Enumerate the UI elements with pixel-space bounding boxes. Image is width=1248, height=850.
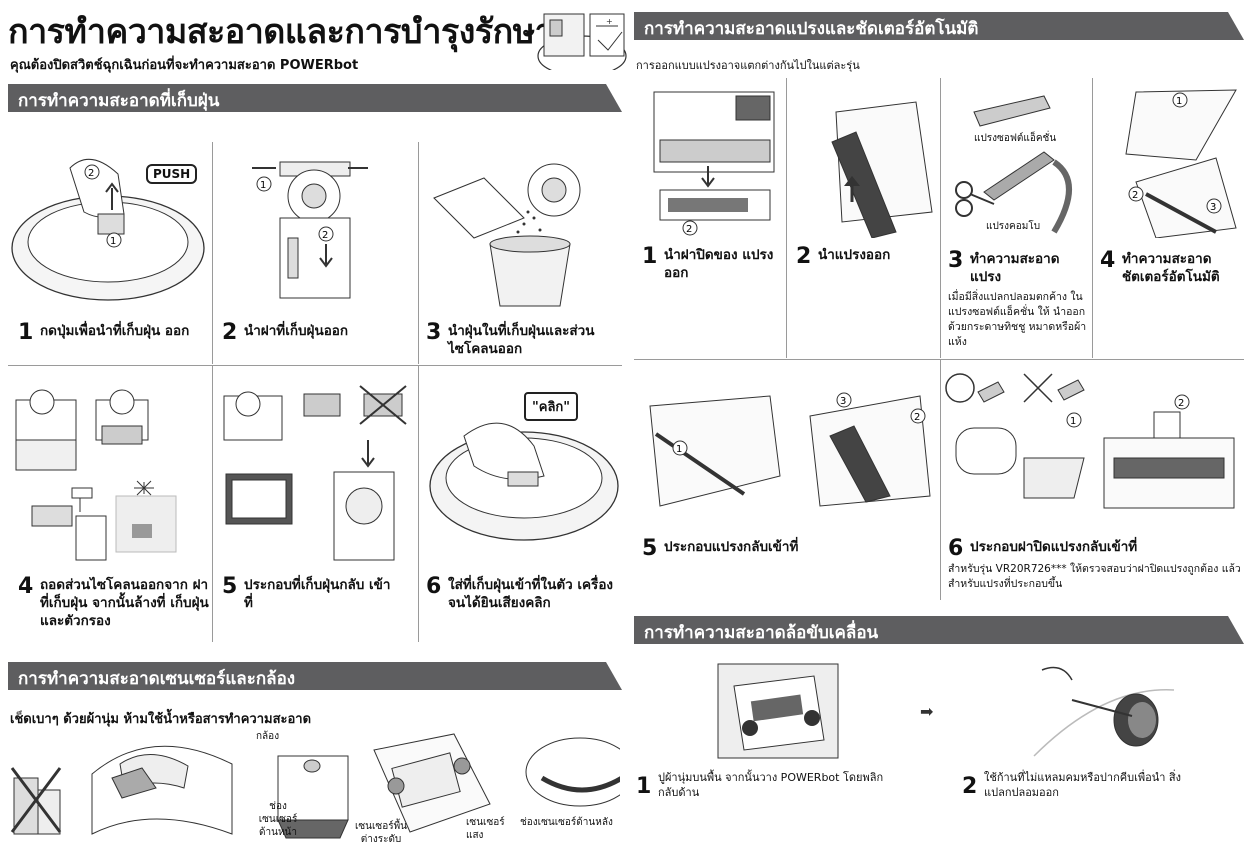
brush-step3-illustration — [944, 82, 1088, 238]
arrow-right-icon: ➡ — [920, 702, 934, 721]
wheel-step1-illustration — [716, 662, 840, 760]
svg-text:1: 1 — [110, 236, 116, 247]
scissors-icon — [955, 181, 995, 217]
divider — [212, 142, 213, 364]
floor-sensor-label: เซนเซอร์พื้น ต่างระดับ — [354, 821, 408, 845]
dustbin-step5-illustration — [218, 376, 414, 562]
wheel-step2-illustration — [1032, 660, 1178, 764]
svg-text:3: 3 — [840, 396, 846, 407]
camera-label: กล้อง — [256, 731, 280, 742]
divider — [940, 78, 941, 358]
no-spray-icon — [1023, 373, 1053, 403]
brush-step1-illustration: 2 — [640, 82, 782, 238]
svg-text:2: 2 — [686, 224, 692, 235]
sensor-front-illustration — [274, 736, 352, 840]
brush-note: การออกแบบแปรงอาจแตกต่างกันไปในแต่ละรุ่น — [636, 59, 860, 72]
click-label: "คลิก" — [524, 392, 579, 421]
dustbin-step1-illustration: 2 1 — [8, 148, 208, 308]
push-label: PUSH — [146, 164, 198, 184]
page-title: การทำความสะอาดและการบำรุงรักษา — [8, 12, 554, 52]
dustbin-step3-illustration — [424, 148, 620, 308]
divider — [212, 366, 213, 642]
divider — [1092, 78, 1093, 358]
front-sensor-label: ช่องเซนเซอร์ ด้านหน้า — [258, 801, 298, 838]
sensor-bottom-illustration — [366, 730, 496, 836]
brush-step5-illustration: 1 3 2 — [640, 376, 936, 518]
svg-text:2: 2 — [1132, 190, 1138, 201]
section-wheel-title: การทำความสะอาดล้อขับเคลื่อน — [634, 616, 1244, 644]
brush-step2-illustration — [792, 82, 936, 238]
light-sensor-label: เซนเซอร์ แสง — [466, 817, 505, 841]
divider — [786, 78, 787, 358]
divider — [8, 365, 622, 366]
sensor-rear-illustration — [520, 732, 620, 812]
svg-text:2: 2 — [322, 230, 328, 241]
sensor-wipe-illustration — [8, 728, 240, 848]
svg-text:2: 2 — [88, 168, 94, 179]
svg-text:2: 2 — [914, 412, 920, 423]
svg-text:1: 1 — [1070, 416, 1076, 427]
divider — [418, 366, 419, 642]
svg-text:1: 1 — [260, 180, 266, 191]
dustbin-step4-illustration — [12, 376, 208, 562]
page-subtitle: คุณต้องปิดสวิตช์ฉุกเฉินก่อนที่จะทำความสะ… — [10, 58, 359, 73]
cabinet-icon: + — [536, 10, 628, 70]
svg-text:2: 2 — [1178, 398, 1184, 409]
divider — [418, 142, 419, 364]
dustbin-step6-illustration — [424, 376, 620, 562]
brush-step4-illustration: 1 2 3 — [1096, 82, 1244, 238]
dustbin-step2-illustration: 2 1 — [250, 148, 370, 308]
svg-text:3: 3 — [1210, 202, 1216, 213]
divider — [634, 359, 1244, 360]
soft-brush-label: แปรงซอฟต์แอ็คชั่น — [974, 133, 1057, 144]
brush-step6-illustration: 2 1 — [944, 368, 1244, 524]
svg-text:1: 1 — [1176, 96, 1182, 107]
divider — [940, 360, 941, 600]
section-sensor-title: การทำความสะอาดเซนเซอร์และกล้อง — [8, 662, 622, 690]
svg-text:1: 1 — [676, 444, 682, 455]
rear-sensor-label: ช่องเซนเซอร์ด้านหลัง — [520, 817, 613, 828]
sensor-instruction: เช็ดเบาๆ ด้วยผ้านุ่ม ห้ามใช้น้ำหรือสารทำ… — [10, 712, 312, 727]
section-brush-title: การทำความสะอาดแปรงและชัดเตอร์อัตโนมัติ — [634, 12, 1244, 40]
combo-brush-label: แปรงคอมโบ — [986, 221, 1041, 232]
svg-text:+: + — [606, 17, 613, 26]
section-dustbin-title: การทำความสะอาดที่เก็บฝุ่น — [8, 84, 622, 112]
